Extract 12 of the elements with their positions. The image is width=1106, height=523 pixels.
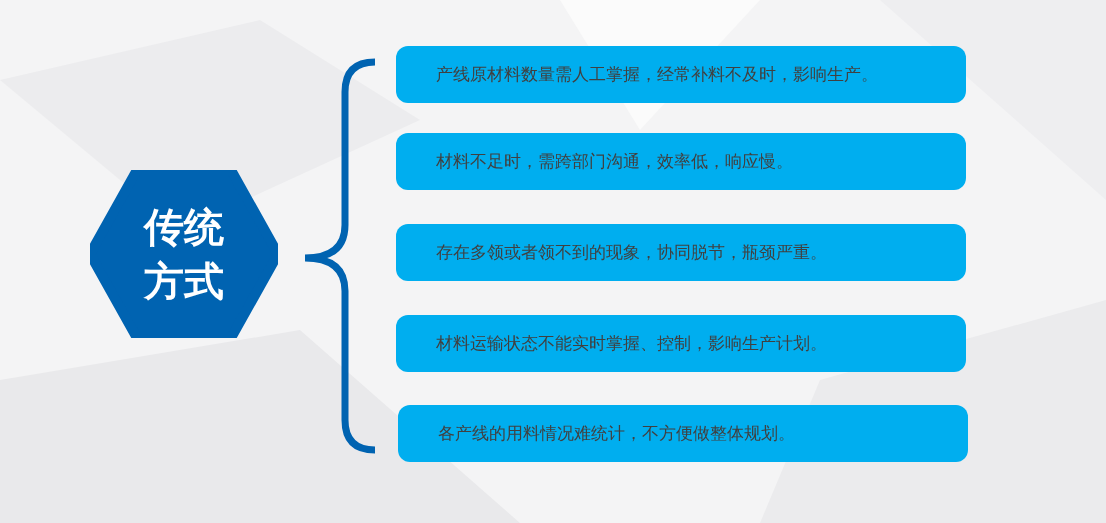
- item-text: 存在多领或者领不到的现象，协同脱节，瓶颈严重。: [436, 241, 827, 264]
- text-box: [396, 46, 966, 103]
- item-text: 产线原材料数量需人工掌握，经常补料不及时，影响生产。: [436, 63, 878, 86]
- item-text: 各产线的用料情况难统计，不方便做整体规划。: [438, 422, 795, 445]
- title-text: 传统方式: [142, 203, 225, 306]
- text-box: [398, 405, 968, 462]
- item-text: 材料运输状态不能实时掌握、控制，影响生产计划。: [436, 332, 827, 355]
- text-box: [396, 133, 966, 190]
- text-box: [396, 224, 966, 281]
- text-box: [396, 315, 966, 372]
- hexagon-shape: [90, 170, 278, 338]
- item-text: 材料不足时，需跨部门沟通，效率低，响应慢。: [436, 150, 793, 173]
